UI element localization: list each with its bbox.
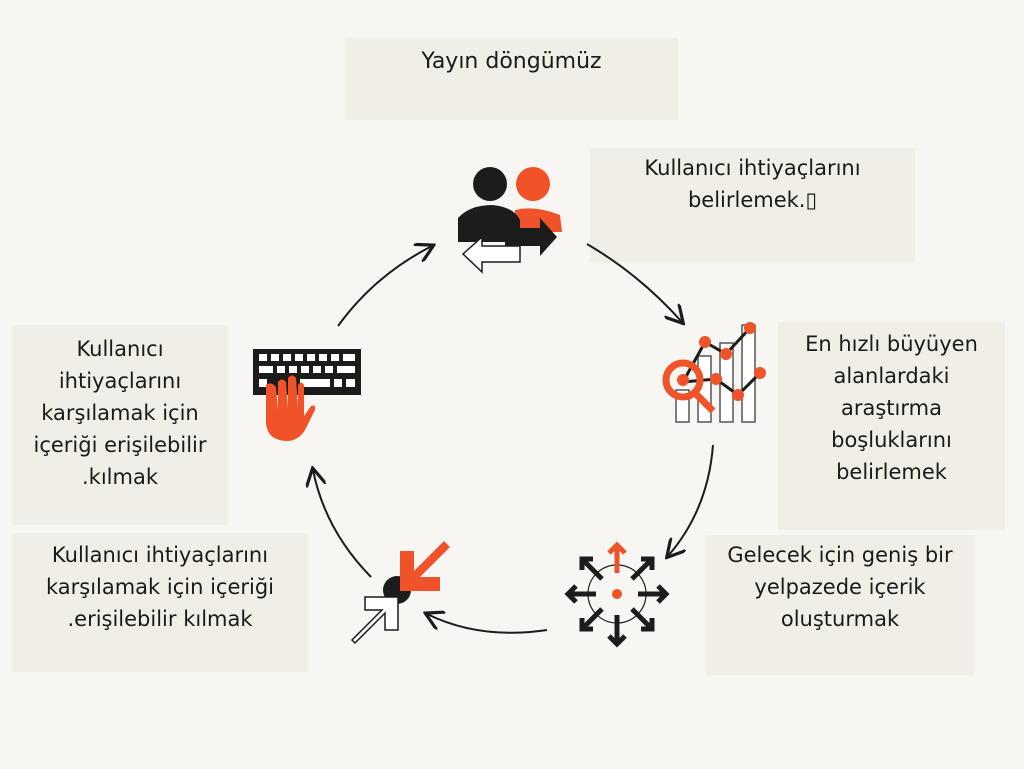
step-1-box: Kullanıcı ihtiyaçlarını belirlemek.▯ — [590, 148, 915, 262]
step-1-line: belirlemek.▯ — [687, 188, 818, 212]
keyboard-hand-icon — [253, 349, 361, 441]
step-3-line: yelpazede içerik — [754, 575, 926, 599]
step-2-line: boşluklarını — [831, 428, 952, 452]
diagram-title: Yayın döngümüz — [421, 49, 602, 74]
cycle-arrow-3 — [427, 614, 548, 634]
step-5-line: karşılamak için — [41, 401, 199, 425]
research-chart-icon — [662, 322, 766, 423]
users-exchange-icon — [458, 167, 562, 274]
step-4-line: Kullanıcı ihtiyaçlarını — [51, 543, 269, 567]
step-2-box: En hızlı büyüyen alanlardaki araştırma b… — [778, 322, 1005, 530]
step-4-line: .erişilebilir kılmak — [67, 607, 253, 631]
step-4-line: karşılamak için içeriği — [45, 575, 275, 599]
step-2-line: belirlemek — [836, 460, 947, 484]
step-3-box: Gelecek için geniş bir yelpazede içerik … — [705, 535, 975, 675]
step-2-line: alanlardaki — [833, 364, 950, 388]
cycle-arrow-1 — [586, 243, 682, 322]
step-5-line: .kılmak — [82, 465, 158, 489]
step-2-line: araştırma — [841, 396, 942, 420]
step-5-box: Kullanıcı ihtiyaçlarını karşılamak için … — [12, 325, 228, 525]
title-box: Yayın döngümüz — [345, 38, 678, 120]
step-3-line: Gelecek için geniş bir — [727, 543, 953, 567]
step-5-line: Kullanıcı — [76, 337, 164, 361]
cycle-arrow-2 — [668, 444, 714, 556]
cycle-arrow-4 — [313, 470, 372, 578]
step-1-line: Kullanıcı ihtiyaçlarını — [644, 156, 861, 180]
expand-arrows-icon — [564, 541, 670, 648]
step-4-box: Kullanıcı ihtiyaçlarını karşılamak için … — [12, 533, 308, 672]
step-3-line: oluşturmak — [780, 607, 900, 631]
step-5-line: ihtiyaçlarını — [58, 369, 182, 393]
cycle-arrow-5 — [337, 246, 432, 327]
step-5-line: içeriği erişilebilir — [33, 433, 207, 457]
step-2-line: En hızlı büyüyen — [805, 332, 978, 356]
converge-arrows-icon — [350, 541, 450, 645]
